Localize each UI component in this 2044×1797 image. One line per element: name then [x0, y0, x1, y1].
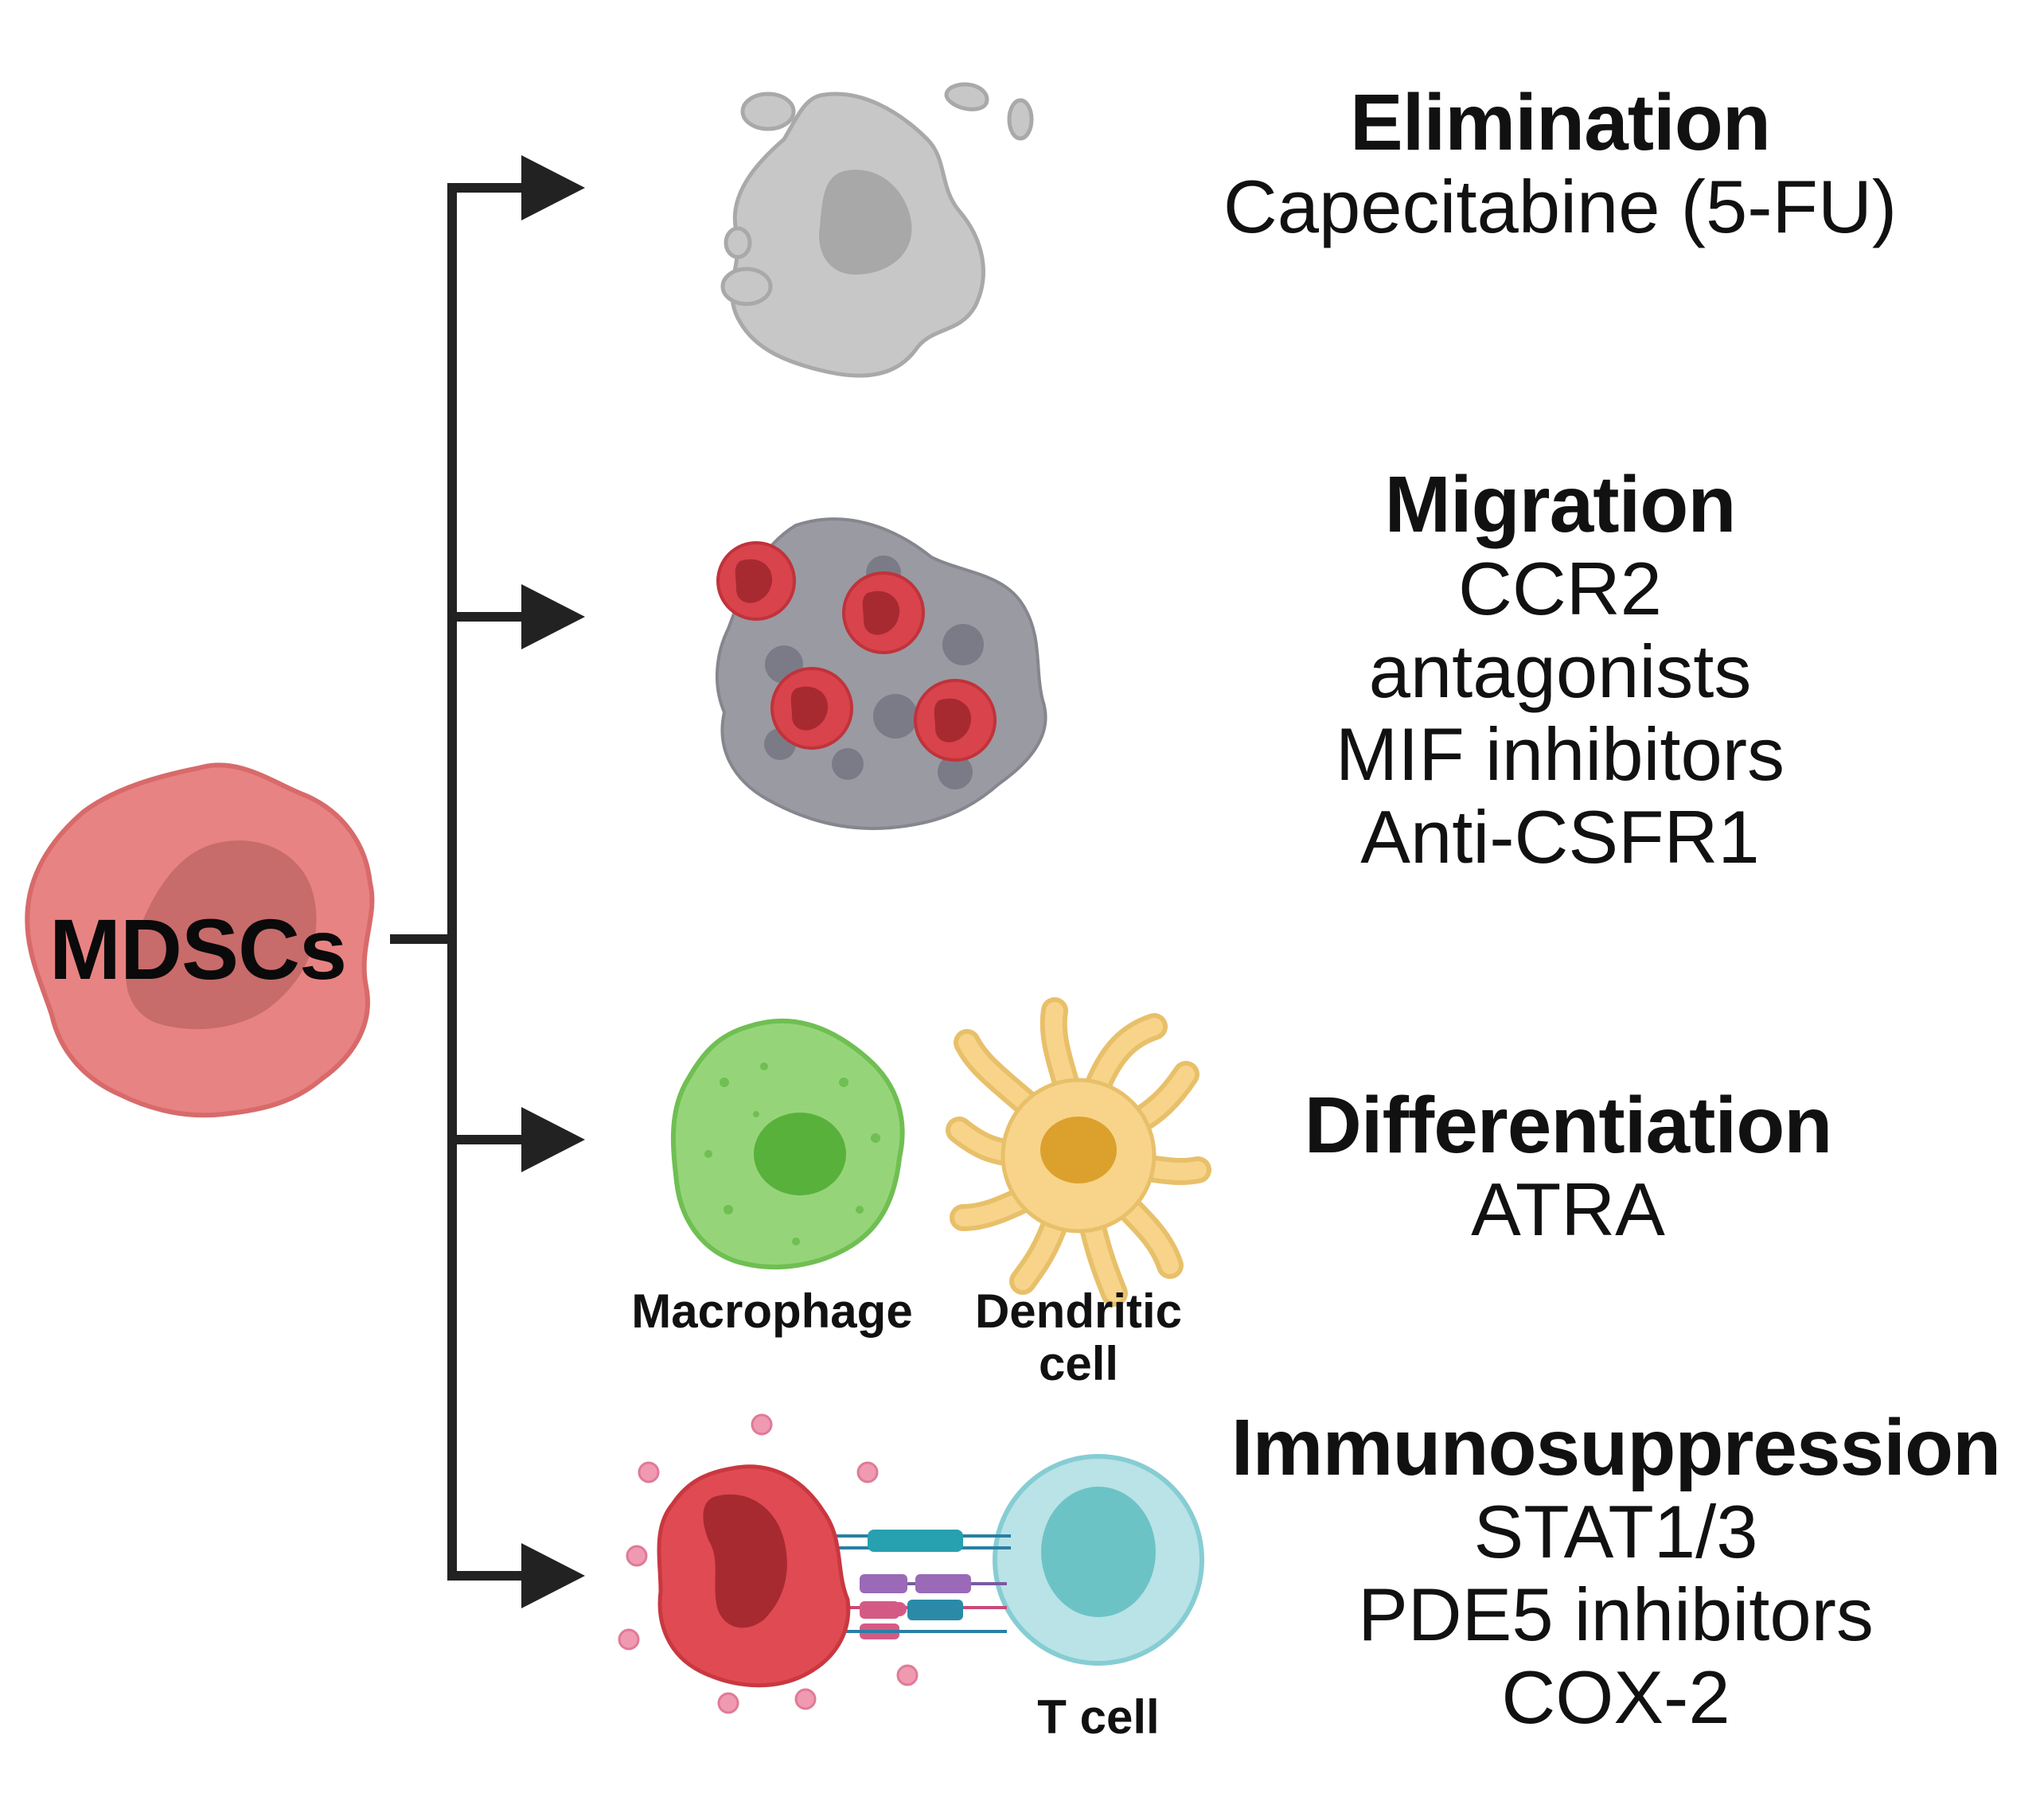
dendritic-label-line2: cell	[1038, 1337, 1119, 1390]
macrophage-icon	[670, 1018, 905, 1270]
mdsc-cell-icon	[25, 762, 375, 1118]
branch-migration: Migration CCR2 antagonists MIF inhibitor…	[1138, 462, 1982, 879]
tumor-infiltration-icon	[716, 517, 1047, 830]
branch-elimination: Elimination Capecitabine (5-FU)	[1138, 80, 1982, 248]
branch-item: antagonists	[1368, 630, 1752, 713]
dendritic-label-line1: Dendritic	[974, 1284, 1183, 1338]
branch-item: STAT1/3	[1473, 1490, 1758, 1573]
macrophage-label: Macrophage	[631, 1284, 913, 1338]
dendritic-cell-icon	[946, 997, 1211, 1307]
apoptotic-cell-icon	[720, 82, 1034, 378]
arrow-migration	[521, 584, 585, 649]
branch-connectors	[390, 183, 533, 1581]
branch-item: COX-2	[1501, 1655, 1730, 1739]
branch-immunosuppression: Immunosuppression STAT1/3 PDE5 inhibitor…	[1194, 1405, 2038, 1739]
branch-title: Elimination	[1350, 78, 1771, 167]
dendritic-label: Dendritic cell	[951, 1285, 1206, 1390]
branch-item: MIF inhibitors	[1335, 712, 1785, 796]
branch-title: Immunosuppression	[1231, 1403, 2001, 1492]
mdsc-tcell-interaction-icon	[618, 1413, 1204, 1714]
mdsc-label: MDSCs	[49, 901, 347, 997]
branch-item: PDE5 inhibitors	[1358, 1573, 1874, 1656]
branch-title: Differentiation	[1304, 1081, 1833, 1170]
branch-item: ATRA	[1471, 1167, 1665, 1251]
arrow-differentiation	[521, 1107, 585, 1172]
t-cell-label: T cell	[1037, 1690, 1160, 1744]
infiltrating-red-cells	[716, 541, 997, 762]
branch-item: Anti-CSFR1	[1360, 795, 1760, 879]
branch-item: Capecitabine (5-FU)	[1223, 165, 1898, 248]
branch-item: CCR2	[1458, 547, 1662, 630]
branch-differentiation: Differentiation ATRA	[1146, 1082, 1990, 1251]
arrow-immunosuppression	[521, 1543, 585, 1608]
cytokine-dots	[618, 1413, 919, 1714]
arrow-elimination	[521, 155, 585, 220]
branch-arrowheads	[521, 155, 585, 1608]
receptor-ligand-pairs	[796, 1530, 1011, 1639]
branch-title: Migration	[1384, 460, 1737, 549]
